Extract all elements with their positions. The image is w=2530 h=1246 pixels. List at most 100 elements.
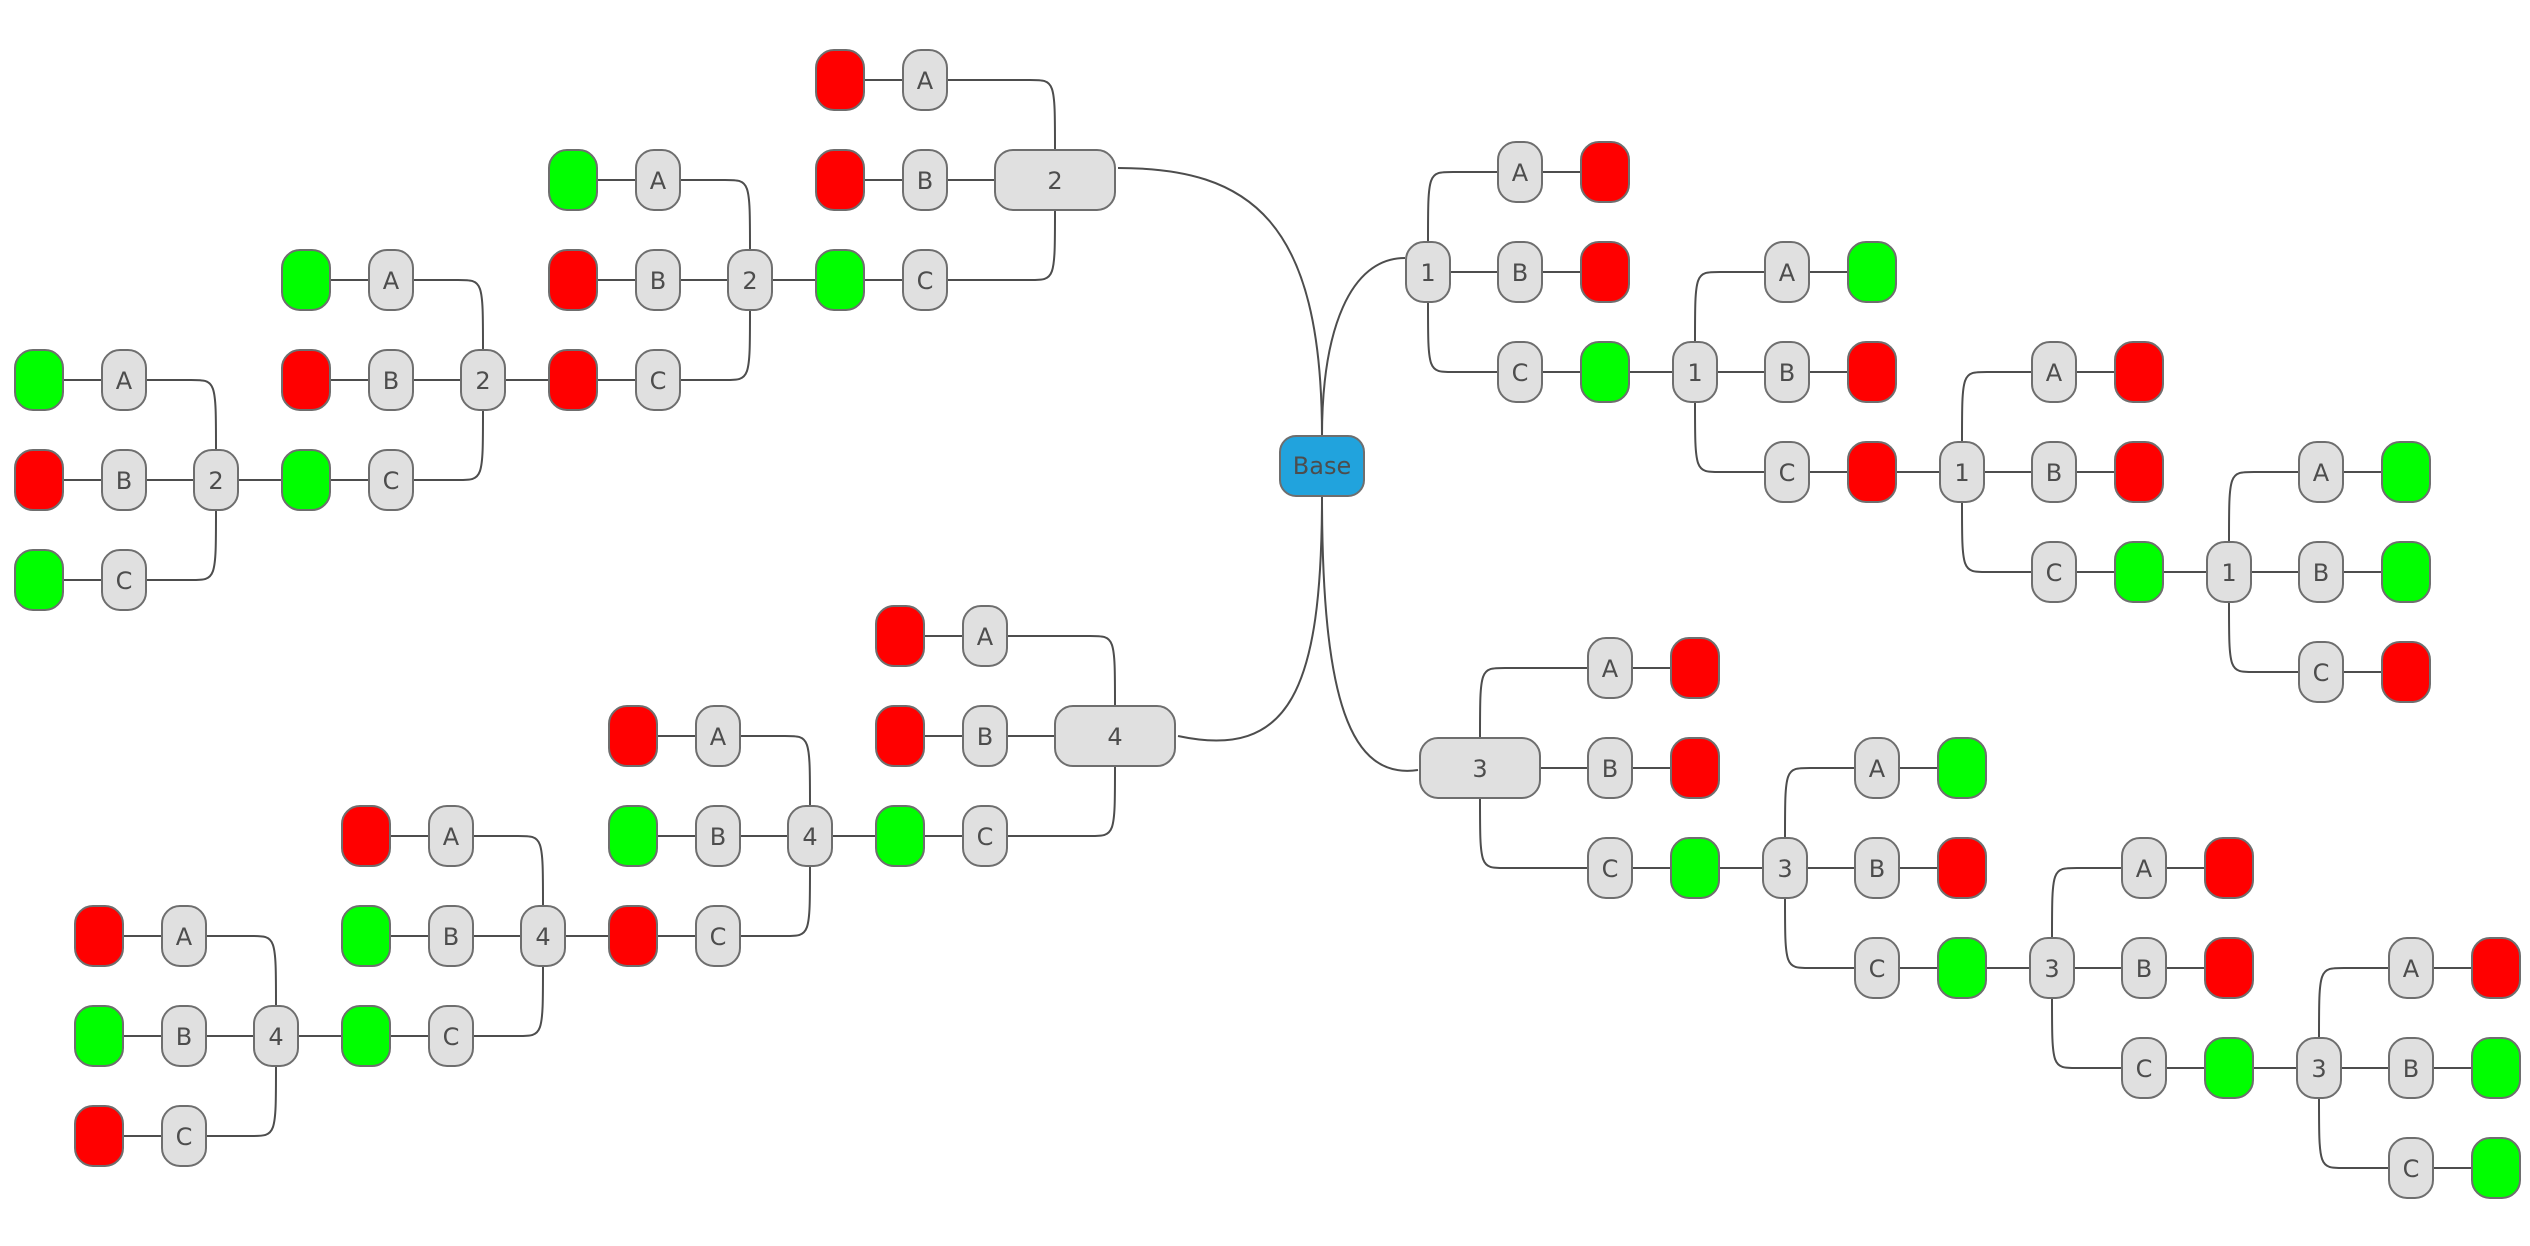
status-red-box[interactable] [2381,641,2431,703]
option-node-a[interactable]: A [902,49,948,111]
branch-hub-3[interactable]: 3 [1419,737,1541,799]
option-node-a[interactable]: A [2298,441,2344,503]
option-node-a[interactable]: A [695,705,741,767]
status-green-box[interactable] [14,349,64,411]
option-node-c[interactable]: C [1497,341,1543,403]
status-green-box[interactable] [2204,1037,2254,1099]
status-red-box[interactable] [2114,341,2164,403]
option-node-c[interactable]: C [695,905,741,967]
option-node-b[interactable]: B [902,149,948,211]
status-red-box[interactable] [875,605,925,667]
status-green-box[interactable] [281,249,331,311]
status-green-box[interactable] [548,149,598,211]
status-red-box[interactable] [1847,441,1897,503]
status-green-box[interactable] [2471,1037,2521,1099]
option-node-c[interactable]: C [635,349,681,411]
option-node-a[interactable]: A [635,149,681,211]
option-node-c[interactable]: C [101,549,147,611]
status-red-box[interactable] [875,705,925,767]
option-node-a[interactable]: A [1497,141,1543,203]
status-green-box[interactable] [2381,441,2431,503]
option-node-a[interactable]: A [2031,341,2077,403]
option-node-a[interactable]: A [428,805,474,867]
branch-hub-4[interactable]: 4 [1054,705,1176,767]
option-node-c[interactable]: C [2121,1037,2167,1099]
status-red-box[interactable] [14,449,64,511]
status-red-box[interactable] [341,805,391,867]
option-node-c[interactable]: C [368,449,414,511]
status-green-box[interactable] [875,805,925,867]
branch-hub-1[interactable]: 1 [1405,241,1451,303]
status-green-box[interactable] [74,1005,124,1067]
option-node-a[interactable]: A [962,605,1008,667]
status-red-box[interactable] [815,49,865,111]
status-red-box[interactable] [1580,241,1630,303]
status-red-box[interactable] [2114,441,2164,503]
option-node-c[interactable]: C [962,805,1008,867]
option-node-b[interactable]: B [428,905,474,967]
status-green-box[interactable] [608,805,658,867]
status-green-box[interactable] [2471,1137,2521,1199]
option-node-c[interactable]: C [2388,1137,2434,1199]
option-node-a[interactable]: A [1764,241,1810,303]
status-red-box[interactable] [1670,737,1720,799]
status-red-box[interactable] [74,905,124,967]
option-node-c[interactable]: C [1854,937,1900,999]
option-node-b[interactable]: B [101,449,147,511]
option-node-a[interactable]: A [368,249,414,311]
option-node-b[interactable]: B [1497,241,1543,303]
status-red-box[interactable] [1847,341,1897,403]
status-green-box[interactable] [1937,937,1987,999]
option-node-b[interactable]: B [1854,837,1900,899]
level-node-1[interactable]: 1 [1672,341,1718,403]
status-green-box[interactable] [341,905,391,967]
option-node-b[interactable]: B [1587,737,1633,799]
branch-hub-2[interactable]: 2 [994,149,1116,211]
option-node-c[interactable]: C [2298,641,2344,703]
option-node-a[interactable]: A [161,905,207,967]
option-node-c[interactable]: C [428,1005,474,1067]
level-node-1[interactable]: 1 [2206,541,2252,603]
option-node-b[interactable]: B [161,1005,207,1067]
status-green-box[interactable] [281,449,331,511]
level-node-4[interactable]: 4 [787,805,833,867]
option-node-a[interactable]: A [1854,737,1900,799]
option-node-b[interactable]: B [2298,541,2344,603]
status-green-box[interactable] [2381,541,2431,603]
level-node-2[interactable]: 2 [193,449,239,511]
option-node-a[interactable]: A [2388,937,2434,999]
option-node-b[interactable]: B [1764,341,1810,403]
level-node-3[interactable]: 3 [2296,1037,2342,1099]
status-red-box[interactable] [1580,141,1630,203]
status-green-box[interactable] [14,549,64,611]
option-node-c[interactable]: C [902,249,948,311]
level-node-1[interactable]: 1 [1939,441,1985,503]
status-red-box[interactable] [2471,937,2521,999]
status-green-box[interactable] [1580,341,1630,403]
option-node-b[interactable]: B [635,249,681,311]
level-node-3[interactable]: 3 [1762,837,1808,899]
option-node-b[interactable]: B [695,805,741,867]
status-red-box[interactable] [2204,837,2254,899]
option-node-b[interactable]: B [2031,441,2077,503]
option-node-c[interactable]: C [161,1105,207,1167]
level-node-4[interactable]: 4 [253,1005,299,1067]
level-node-2[interactable]: 2 [460,349,506,411]
level-node-4[interactable]: 4 [520,905,566,967]
status-red-box[interactable] [815,149,865,211]
status-red-box[interactable] [1937,837,1987,899]
status-green-box[interactable] [1670,837,1720,899]
option-node-b[interactable]: B [962,705,1008,767]
status-green-box[interactable] [2114,541,2164,603]
status-red-box[interactable] [2204,937,2254,999]
option-node-a[interactable]: A [2121,837,2167,899]
option-node-c[interactable]: C [2031,541,2077,603]
status-green-box[interactable] [815,249,865,311]
status-red-box[interactable] [1670,637,1720,699]
option-node-c[interactable]: C [1587,837,1633,899]
status-red-box[interactable] [548,249,598,311]
status-red-box[interactable] [74,1105,124,1167]
option-node-a[interactable]: A [1587,637,1633,699]
level-node-2[interactable]: 2 [727,249,773,311]
status-red-box[interactable] [608,705,658,767]
